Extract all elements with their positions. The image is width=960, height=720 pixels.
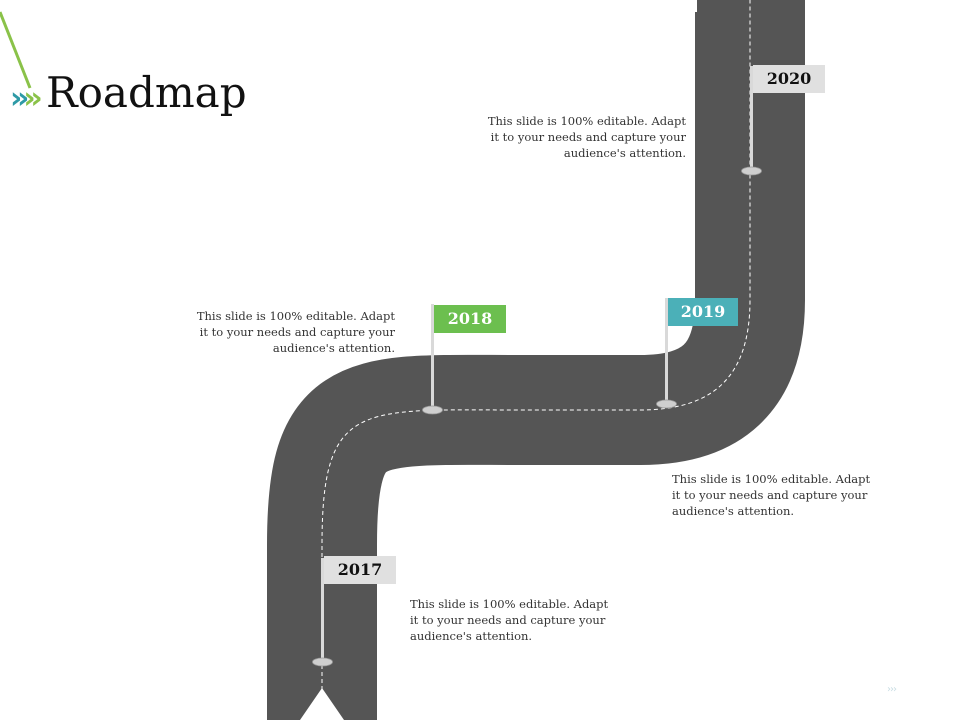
year-flag-2017: 2017 bbox=[324, 556, 396, 584]
flag-pole-2017 bbox=[312, 558, 333, 667]
road-edge bbox=[695, 0, 697, 12]
milestone-description-2020: This slide is 100% editable. Adapt it to… bbox=[487, 114, 686, 160]
year-flag-2018: 2018 bbox=[434, 305, 506, 333]
road-notch bbox=[300, 688, 344, 720]
year-flag-2020: 2020 bbox=[753, 65, 825, 93]
year-flag-2019: 2019 bbox=[668, 298, 738, 326]
milestone-description-2018: This slide is 100% editable. Adapt it to… bbox=[196, 309, 395, 355]
milestone-description-2017: This slide is 100% editable. Adapt it to… bbox=[410, 597, 609, 643]
lane-marking bbox=[321, 0, 751, 690]
footer-chevron-icon: ››› bbox=[887, 684, 897, 695]
flag-pole-2020 bbox=[741, 66, 762, 176]
flag-pole-2019 bbox=[656, 298, 677, 409]
flag-pole-2018 bbox=[422, 304, 443, 415]
milestone-description-2019: This slide is 100% editable. Adapt it to… bbox=[672, 472, 871, 518]
page-title: Roadmap bbox=[46, 68, 247, 117]
